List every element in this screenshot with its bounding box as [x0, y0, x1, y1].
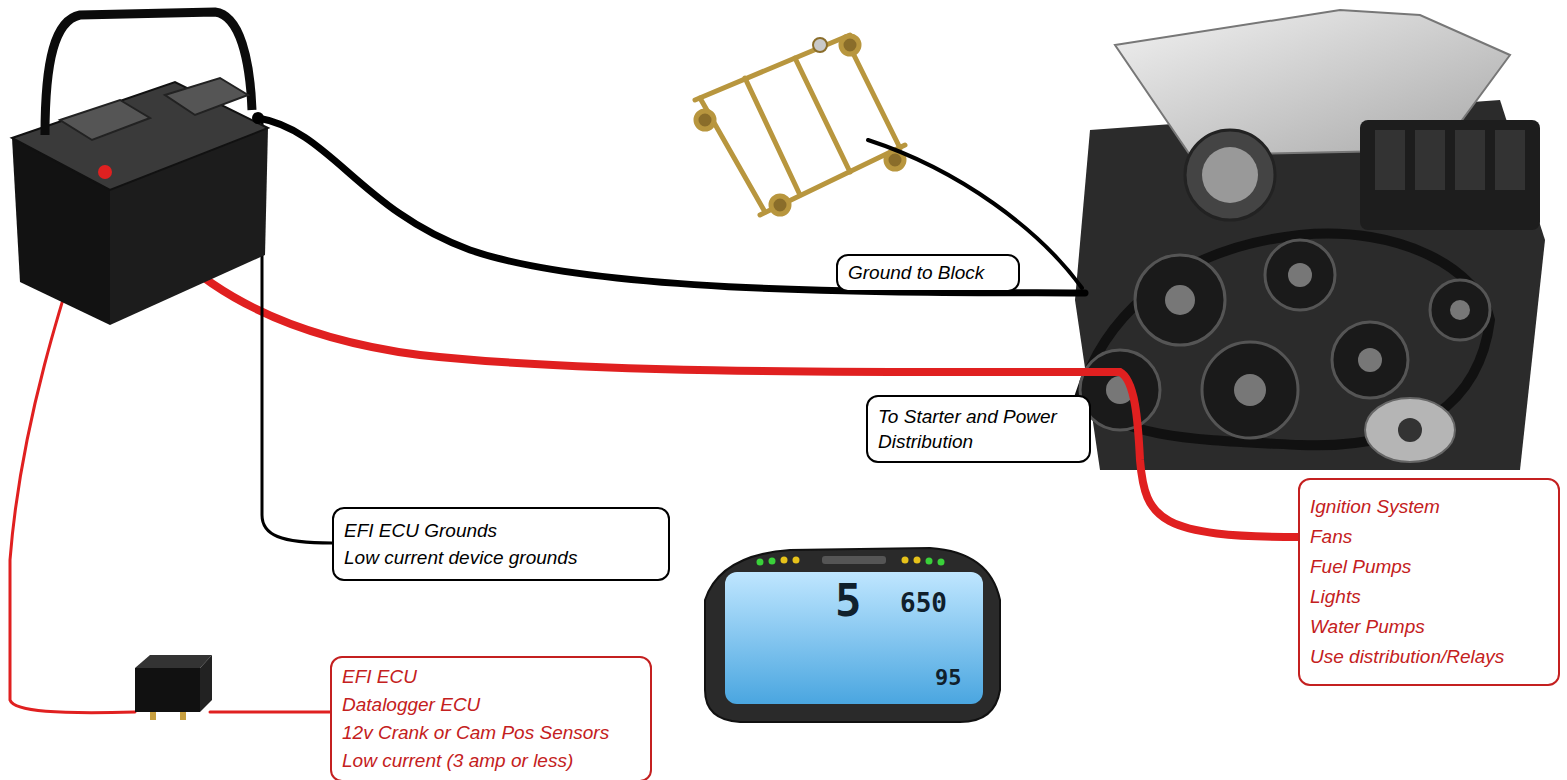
engine-part [1455, 130, 1485, 190]
engine-part [1365, 398, 1455, 462]
callout-box: Ground to Block [836, 254, 1020, 292]
engine-part [1202, 147, 1258, 203]
engine-part [1398, 418, 1422, 442]
engine-part [1135, 255, 1225, 345]
dash-display-part [926, 558, 933, 565]
display-readout: 650 [900, 588, 947, 618]
relay [135, 655, 212, 720]
callout-text: Use distribution/Relays [1310, 642, 1548, 672]
relay-part [200, 655, 212, 712]
callout-text: Ground to Block [848, 261, 1008, 285]
chassis-frame-part [813, 38, 827, 52]
engine-part [1202, 342, 1298, 438]
dash-display-part [902, 557, 909, 564]
power-cable-part [105, 172, 1300, 537]
engine-part [1288, 263, 1312, 287]
callout-text: Datalogger ECU [342, 691, 640, 719]
callout-text: 12v Crank or Cam Pos Sensors [342, 719, 640, 747]
relay-part [135, 655, 212, 668]
leader-line-part [210, 711, 330, 714]
chassis-frame [695, 35, 905, 215]
leader-line [10, 118, 1082, 713]
engine-part [1495, 130, 1525, 190]
battery [12, 12, 268, 325]
leader-line-part [262, 118, 332, 543]
callout-text: Water Pumps [1310, 612, 1548, 642]
engine-part [1185, 130, 1275, 220]
callout-text: EFI ECU [342, 663, 640, 691]
ground-list-box: EFI ECU GroundsLow current device ground… [332, 507, 670, 581]
engine [1075, 10, 1545, 470]
dash-display-part [757, 559, 764, 566]
power-cable-part [258, 118, 1085, 293]
relay-part [135, 668, 200, 712]
engine-part [1415, 130, 1445, 190]
engine-part [1080, 350, 1160, 430]
engine-part [1075, 100, 1545, 470]
callout-text: Low current (3 amp or less) [342, 747, 640, 775]
relay-part [180, 712, 186, 720]
callout-text: Lights [1310, 582, 1548, 612]
dash-display-part [822, 556, 886, 564]
engine-part [1360, 120, 1540, 230]
engine-part [1332, 322, 1408, 398]
chassis-frame-part [771, 196, 789, 214]
chassis-frame-part [695, 35, 850, 100]
engine-part [1265, 240, 1335, 310]
callout-text: Fuel Pumps [1310, 552, 1548, 582]
battery-part [252, 112, 264, 124]
callout-text: To Starter and Power Distribution [878, 404, 1079, 454]
chassis-frame-part [745, 78, 800, 195]
dash-display-part [769, 558, 776, 565]
dash-display-part [705, 548, 1000, 722]
engine-part [1234, 374, 1266, 406]
display-readout: 5 [835, 575, 862, 626]
power-cable [105, 118, 1300, 537]
chassis-frame-part [841, 36, 859, 54]
relay-part [150, 712, 156, 720]
engine-part [1165, 285, 1195, 315]
callout-text: Fans [1310, 522, 1548, 552]
callout-text: EFI ECU Grounds [344, 517, 658, 544]
callout-box: To Starter and Power Distribution [866, 395, 1091, 463]
engine-part [1358, 348, 1382, 372]
dash-display-part [781, 557, 788, 564]
battery-part [165, 78, 248, 115]
chassis-frame-part [696, 111, 714, 129]
dash-display-part [914, 557, 921, 564]
load-list-box: Ignition SystemFansFuel PumpsLightsWater… [1298, 478, 1560, 686]
chassis-frame-part [795, 58, 850, 172]
engine-part [1450, 300, 1470, 320]
dash-display-part [725, 572, 983, 704]
dash-display-part [938, 559, 945, 566]
callout-text: Low current device grounds [344, 544, 658, 571]
dash-display [705, 548, 1000, 722]
battery-part [60, 100, 150, 140]
low-current-box: EFI ECUDatalogger ECU12v Crank or Cam Po… [330, 656, 652, 780]
dash-display-part [793, 557, 800, 564]
engine-part [1375, 130, 1405, 190]
engine-part [1430, 280, 1490, 340]
display-readout: 95 [935, 665, 962, 690]
callout-text: Ignition System [1310, 492, 1548, 522]
battery-part [98, 165, 112, 179]
